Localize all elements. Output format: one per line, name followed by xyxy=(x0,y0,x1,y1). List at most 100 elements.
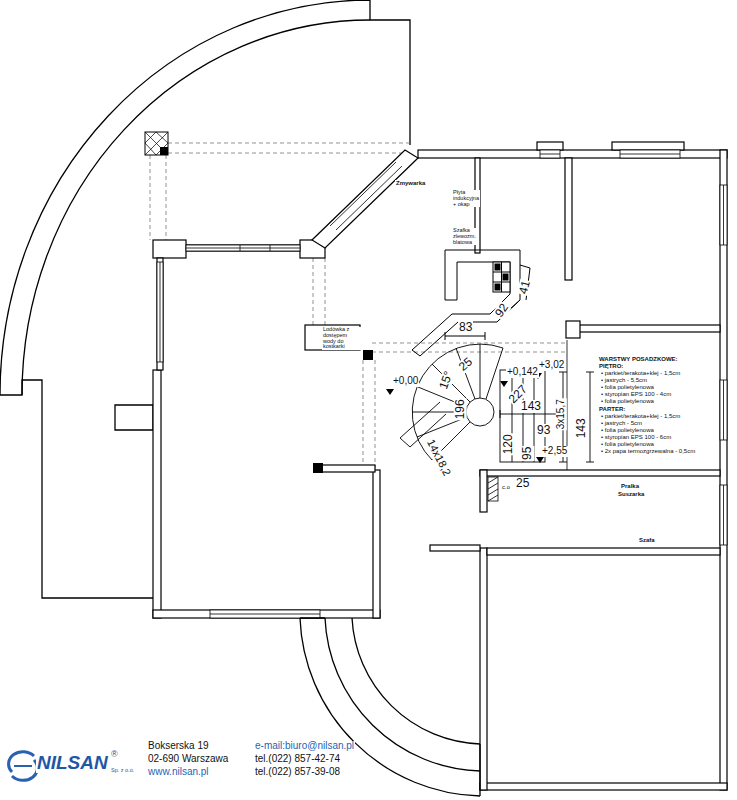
wall xyxy=(157,258,163,370)
column xyxy=(363,350,373,360)
window xyxy=(240,245,241,251)
level-marker xyxy=(386,389,394,395)
column xyxy=(145,132,168,155)
terrace-outline xyxy=(115,405,153,430)
wall xyxy=(480,783,727,790)
window xyxy=(620,150,680,158)
level-marker xyxy=(500,381,508,387)
note-line: • styropian EPS 100 - 4cm xyxy=(600,391,672,397)
column xyxy=(488,477,498,501)
terrace-outline xyxy=(0,0,410,598)
dashed-projection xyxy=(150,155,151,240)
level-label: +0,142 xyxy=(506,367,539,378)
note-line: • folia polietylenowa xyxy=(600,384,655,390)
window xyxy=(210,610,320,618)
dimension-label: 143 xyxy=(575,417,588,439)
contact-text: www.nilsan.pl xyxy=(147,767,210,778)
window xyxy=(157,262,163,362)
note-line: • 2x papa termozgrzewalna - 0,5cm xyxy=(600,448,696,454)
equipment-label: c.o xyxy=(501,484,511,490)
note-line: • folia polietylenowa xyxy=(600,398,655,404)
level-marker xyxy=(386,373,544,463)
entrance-wall xyxy=(352,618,480,744)
level-label: +0,00 xyxy=(392,376,419,387)
dimension-label: 3x15,7 xyxy=(556,398,567,430)
furniture-label: Szafa xyxy=(638,537,656,543)
column xyxy=(488,477,498,501)
wall xyxy=(305,325,360,350)
dashed-projection xyxy=(375,360,376,468)
wall xyxy=(537,142,563,150)
level-label: +3,02 xyxy=(538,360,565,371)
note-line: • folia polietylenowa xyxy=(600,441,655,447)
wall xyxy=(572,325,720,332)
note-line: • folia polietylenowa xyxy=(600,427,655,433)
appliance-label: Pralka xyxy=(620,483,640,489)
dashed-projection xyxy=(313,258,314,325)
logo-mark xyxy=(14,765,32,767)
kitchen-counter xyxy=(493,262,510,292)
note-heading: PIĘTRO: xyxy=(598,363,624,369)
note-line: • parkiet/terakota+klej - 1,5cm xyxy=(600,370,681,376)
kitchen-counter xyxy=(503,274,508,280)
kitchen-counter xyxy=(412,250,530,356)
wall xyxy=(720,150,727,790)
logo-mark xyxy=(12,760,37,780)
note-heading: PARTER: xyxy=(598,406,626,412)
kitchen-counter xyxy=(412,250,520,356)
contact-text: tel.(022) 857-42-74 xyxy=(254,754,341,765)
contact-text: 02-690 Warszawa xyxy=(147,754,229,765)
note-line: • styropian EPS 100 - 6cm xyxy=(600,434,672,440)
dashed-projection xyxy=(168,153,405,154)
wall xyxy=(566,321,580,338)
dimension-label: 14x18,2 xyxy=(424,437,453,479)
dimension-label: 41 xyxy=(517,278,533,296)
appliance-label: Suszarka xyxy=(617,491,645,497)
kitchen-counter xyxy=(495,284,500,290)
window xyxy=(720,485,727,545)
dashed-projection xyxy=(168,143,410,144)
dimension-label: 92 xyxy=(492,300,511,320)
column xyxy=(313,463,323,473)
wall xyxy=(153,610,380,618)
logo-text: ® xyxy=(110,750,119,759)
window xyxy=(540,150,560,158)
logo-mark xyxy=(9,752,38,781)
contact-text: e-mail:biuro@nilsan.pl xyxy=(254,741,355,752)
dimension-label: 83 xyxy=(458,321,473,334)
wall xyxy=(312,150,418,248)
contact-text: tel.(022) 857-39-08 xyxy=(254,767,341,778)
appliance-label: Lodówka z dostępem wody do kostkarki xyxy=(322,327,361,350)
note-line: • parkiet/terakota+klej - 1,5cm xyxy=(600,413,681,419)
wall xyxy=(153,370,161,618)
kitchen-counter xyxy=(495,264,500,270)
level-label: +2,55 xyxy=(541,446,568,457)
window xyxy=(720,185,727,245)
dashed-projection xyxy=(363,360,364,468)
wall xyxy=(565,158,572,280)
logo-text: NILSAN xyxy=(36,753,109,773)
wall xyxy=(153,240,186,258)
column xyxy=(160,147,168,155)
window xyxy=(723,380,724,440)
note-heading: WARSTWY POSADZKOWE: xyxy=(598,356,679,362)
wall xyxy=(487,548,720,555)
level-marker xyxy=(536,457,544,463)
dashed-projection xyxy=(372,343,565,344)
window xyxy=(270,245,271,251)
dimension-label: 120 xyxy=(502,433,515,455)
wall xyxy=(612,142,684,150)
window xyxy=(723,485,724,545)
window xyxy=(330,162,396,226)
dimension-label: 196 xyxy=(454,398,467,420)
note-line: • jastrych - 5cm xyxy=(600,420,643,426)
dimension-label: 143 xyxy=(520,400,542,413)
window xyxy=(720,380,727,440)
dimension-label: 15° xyxy=(437,369,456,392)
terrace-outline xyxy=(0,380,155,598)
dimension-label: 93 xyxy=(536,424,551,437)
dashed-projection xyxy=(325,258,326,325)
window xyxy=(210,614,320,615)
dimension-label: 25 xyxy=(515,477,530,490)
